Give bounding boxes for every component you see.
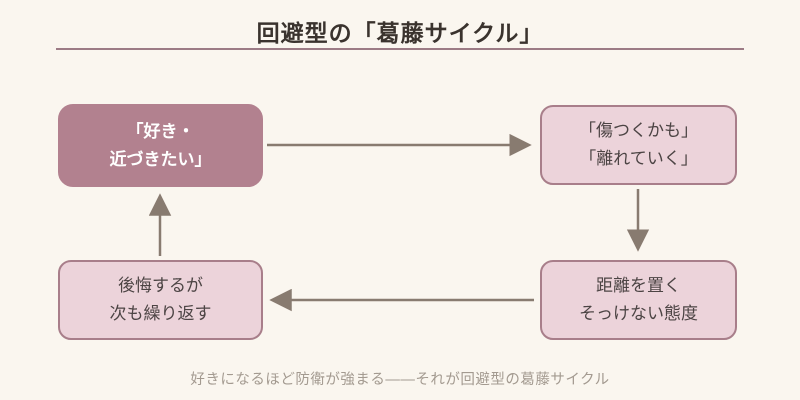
node-fear-line1: 「傷つくかも」	[579, 121, 698, 140]
node-distance-line1: 距離を置く	[596, 276, 681, 295]
node-desire-line1: 「好き・	[126, 121, 195, 141]
node-desire-line2: 近づきたい」	[109, 149, 212, 169]
node-regret-line1: 後悔するが	[118, 276, 203, 295]
node-fear-line2: 「離れていく」	[579, 149, 698, 168]
node-regret-line2: 次も繰り返す	[109, 304, 212, 323]
node-fear: 「傷つくかも」 「離れていく」	[540, 105, 737, 185]
node-distance-line2: そっけない態度	[579, 304, 698, 323]
footer-caption: 好きになるほど防衛が強まる——それが回避型の葛藤サイクル	[190, 372, 610, 388]
page-title: 回避型の「葛藤サイクル」	[256, 20, 544, 46]
node-desire: 「好き・ 近づきたい」	[58, 104, 263, 187]
node-distance: 距離を置く そっけない態度	[540, 260, 737, 340]
node-regret: 後悔するが 次も繰り返す	[58, 260, 263, 340]
title-underline	[56, 48, 744, 50]
